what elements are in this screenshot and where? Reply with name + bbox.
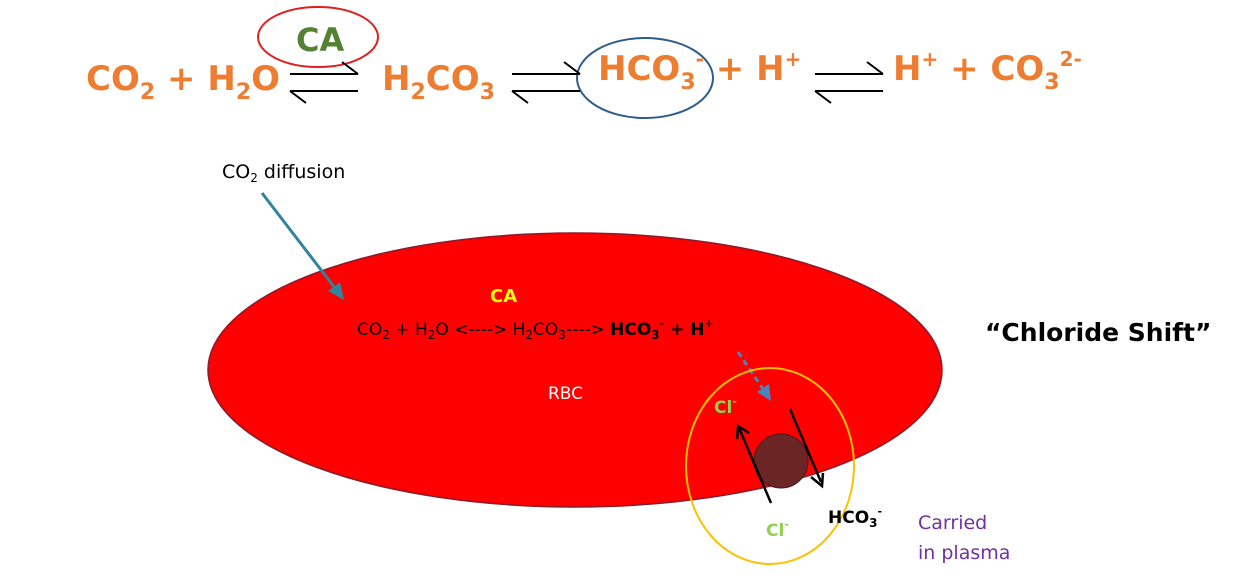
proton-charge: + [921,47,939,71]
proton-text: H [756,49,785,89]
enzyme-label-top: CA [296,21,345,59]
carbonic-subscript-h: 2 [410,80,426,105]
equilibrium-arrow-1 [289,61,359,104]
equation-reactants: CO2 + H2O [86,62,280,104]
bicarbonate-out-subscript: 3 [869,516,878,530]
chloride-shift-title: “Chloride Shift” [985,318,1212,347]
bicarbonate-charge: - [695,47,704,71]
equation-carbonic-acid: H2CO3 [382,62,495,104]
carbonate-charge: 2- [1059,47,1082,71]
bicarbonate-out-charge: - [877,505,883,518]
bicarbonate-out-arrow [788,408,825,489]
chloride-out-text: Cl [766,521,785,541]
rbc-arrow-2: ----> [565,320,611,340]
rbc-bicarbonate-subscript: 3 [651,328,660,342]
co2-text: CO [86,59,140,99]
bicarbonate-outside-label: HCO3- [828,506,882,529]
diffusion-co: CO [222,161,251,183]
carbonate-text: CO [990,49,1045,89]
bicarbonate-out-text: HCO [828,508,870,528]
equilibrium-arrow-3 [814,61,884,104]
bicarbonate-text: HCO [598,49,681,89]
rbc-reaction: CO2 + H2O <----> H2CO3----> HCO3- + H+ [357,318,714,341]
enzyme-highlight-ring [257,6,379,68]
diffusion-label: CO2 diffusion [222,161,346,185]
exchanger-ring [685,367,855,565]
chloride-in-text: Cl [714,398,733,418]
proton-charge: + [784,47,802,71]
proton-text: H [893,49,922,89]
chloride-outside-label: Cl- [766,519,789,540]
co2-subscript: 2 [139,80,156,105]
rbc-carbonic-subscript: 2 [525,328,534,342]
rbc-label: RBC [548,384,584,404]
rbc-carbonic-subscript-o: 3 [558,328,566,342]
rbc-proton-charge: + [704,317,714,330]
rbc-co2-subscript: 2 [382,328,390,342]
equation-bicarbonate: HCO3- + H+ [598,49,801,94]
chloride-out-charge: - [784,518,789,531]
plasma-note: Carried in plasma [918,508,1010,568]
rbc-water-h: + H [389,320,428,340]
carbonic-co: CO [425,59,480,99]
diffusion-arrow [260,192,344,300]
carbonic-h: H [382,59,411,99]
water-h: H [207,59,236,99]
plasma-note-line2: in plasma [918,542,1011,564]
plus-sign: + [950,49,979,89]
rbc-water-subscript: 2 [427,328,436,342]
carbonic-subscript-o: 3 [479,80,495,105]
bicarbonate-highlight-ring [576,37,714,119]
rbc-carbonic-co: CO [533,320,559,340]
chloride-inside-label: Cl- [714,396,737,417]
chloride-in-arrow [735,423,773,504]
bicarbonate-subscript: 3 [680,70,696,95]
rbc-bicarbonate-charge: - [659,317,665,330]
rbc-products: HCO3- + H+ [610,317,714,342]
water-o: O [251,59,281,99]
bicarbonate-dashed-arrow [736,351,771,401]
rbc-arrow-1: O <----> H [435,320,526,340]
plus-sign: + [715,49,745,89]
red-blood-cell [207,232,943,508]
chloride-in-charge: - [732,395,737,408]
plus-sign: + [167,59,196,99]
diffusion-subscript: 2 [250,171,258,185]
equilibrium-arrow-2 [511,61,581,104]
diffusion-word: diffusion [257,161,346,183]
carbonate-subscript: 3 [1044,70,1060,95]
enzyme-label-rbc: CA [490,286,518,307]
rbc-bicarbonate: HCO [610,320,652,340]
rbc-proton: + H [664,320,705,340]
water-subscript: 2 [235,80,252,105]
rbc-co2: CO [357,320,383,340]
plasma-note-line1: Carried [918,512,988,534]
equation-carbonate: H+ + CO32- [893,49,1082,94]
